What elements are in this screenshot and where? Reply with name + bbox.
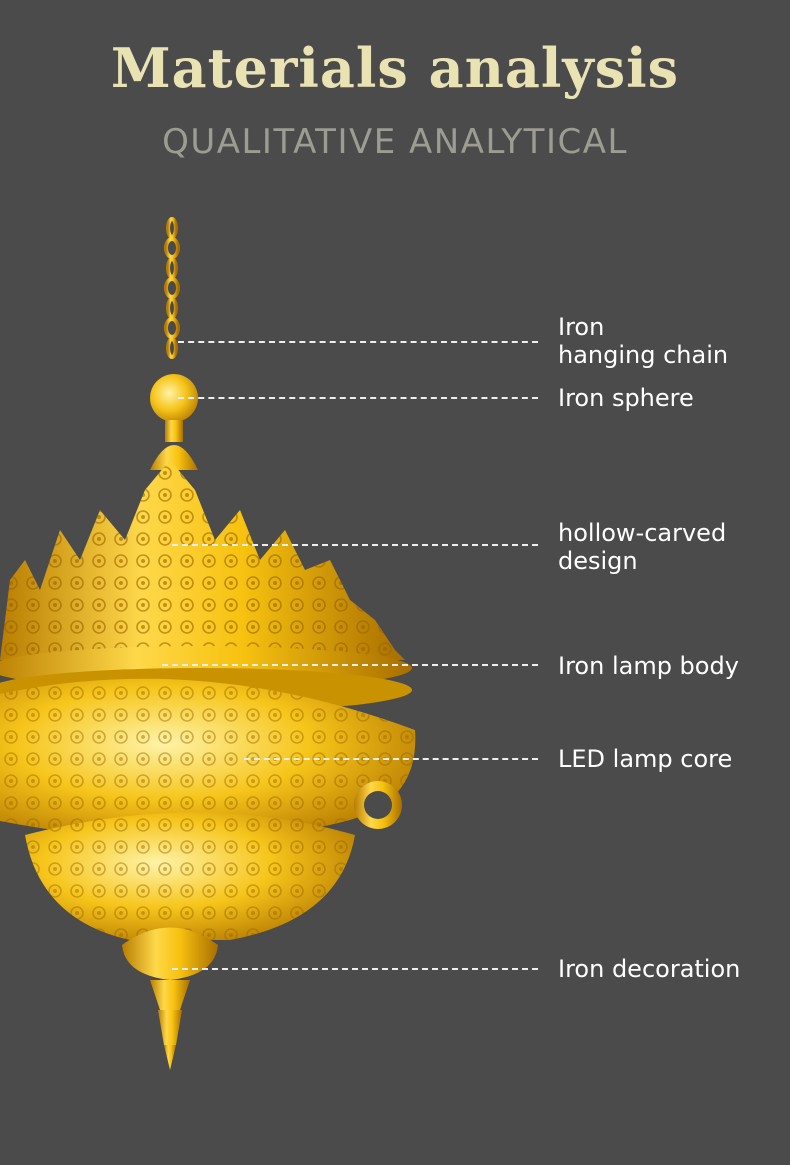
label-hollow-carved: hollow-carved design [558, 519, 727, 575]
leader-line-body [162, 664, 538, 666]
page-subtitle: QUALITATIVE ANALYTICAL [162, 122, 628, 162]
label-hanging-chain: Iron hanging chain [558, 313, 729, 369]
leader-line-chain [178, 341, 538, 343]
carved-crown [0, 460, 405, 660]
label-iron-sphere: Iron sphere [558, 384, 694, 412]
label-lamp-body: Iron lamp body [558, 652, 739, 680]
leader-line-sphere [178, 397, 538, 399]
label-iron-decoration: Iron decoration [558, 955, 741, 983]
iron-decoration [122, 927, 218, 1070]
label-led-core: LED lamp core [558, 745, 733, 773]
leader-line-carved [172, 544, 538, 546]
iron-sphere [150, 374, 198, 422]
page-title: Materials analysis [110, 36, 680, 100]
leader-line-core [244, 758, 538, 760]
leader-line-decoration [172, 968, 538, 970]
hanging-chain [164, 217, 180, 378]
chandelier-image [0, 217, 416, 1070]
